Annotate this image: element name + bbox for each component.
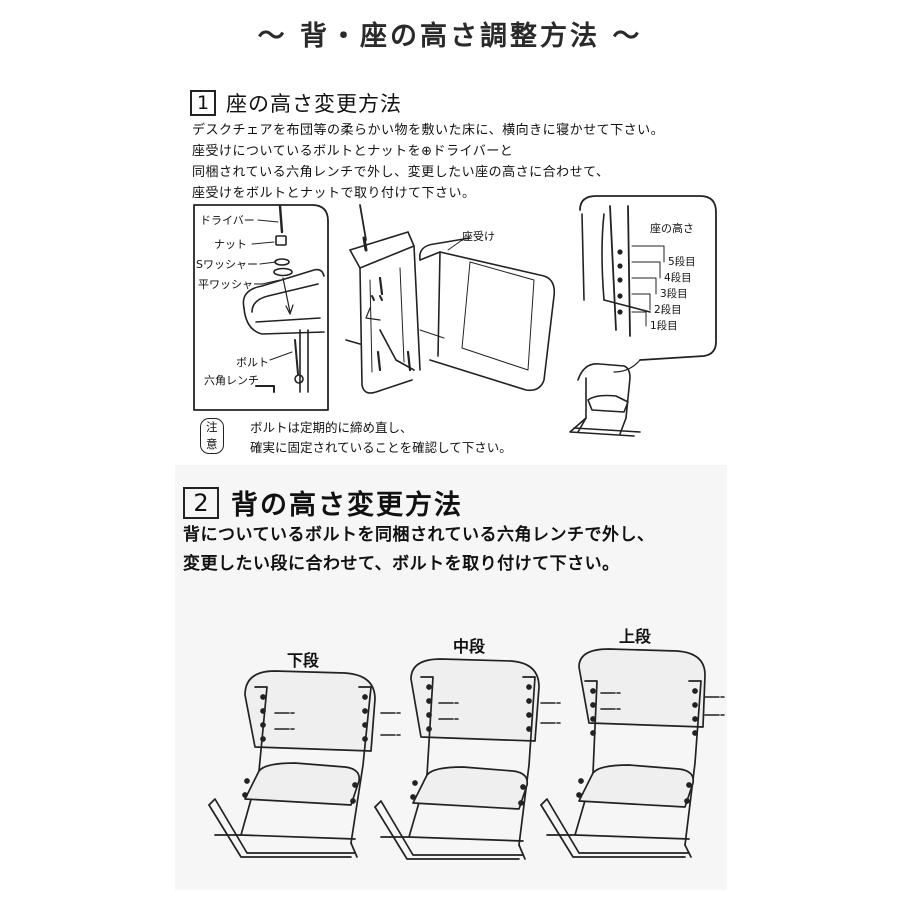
instruction-line: 同梱されている六角レンチで外し、変更したい座の高さに合わせて、 [192, 165, 610, 180]
section2-instructions: 背についているボルトを同梱されている六角レンチで外し、 変更したい段に合わせて、… [183, 521, 654, 579]
position-label-lower: 下段 [287, 651, 320, 670]
seat-receiver-bar [349, 231, 415, 269]
section1-heading: 1 座の高さ変更方法 [190, 88, 402, 118]
caution-line: ボルトは定期的に締め直し、 [250, 420, 413, 435]
section1-instructions: デスクチェアを布団等の柔らかい物を敷いた床に、横向きに寝かせて下さい。 座受けに… [192, 120, 664, 204]
leader-line [269, 351, 293, 361]
flat-washer-icon [273, 267, 293, 277]
mini-chair-icon [577, 363, 631, 419]
label-bolt: ボルト [236, 356, 269, 369]
instruction-line: 座受けについているボルトとナットを⊕ドライバーと [192, 144, 514, 159]
leader-line [251, 241, 275, 245]
seat-panel [418, 237, 471, 261]
height-inset-frame [579, 195, 717, 361]
seat-level-5: 5段目 [668, 256, 696, 268]
section-back-height: 2 背の高さ変更方法 背についているボルトを同梱されている六角レンチで外し、 変… [175, 465, 727, 890]
caution-line: 確実に固定されていることを確認して下さい。 [250, 440, 512, 455]
leader-line [447, 237, 466, 251]
section1-title: 座の高さ変更方法 [226, 92, 402, 116]
s-washer-icon [274, 258, 290, 266]
seat-level-2: 2段目 [654, 304, 682, 316]
screwdriver-icon [278, 204, 284, 234]
label-seat-height: 座の高さ [650, 222, 694, 235]
seat-level-4: 4段目 [664, 272, 692, 284]
seat-level-3: 3段目 [660, 288, 688, 300]
chair-lower-icon [208, 670, 401, 858]
frame-detail [242, 268, 325, 309]
hex-wrench-icon [255, 385, 275, 393]
center-screwdriver-icon [359, 204, 367, 241]
position-label-upper: 上段 [619, 627, 652, 646]
nut-icon [275, 235, 287, 246]
section2-number: 2 [183, 486, 219, 519]
section2-heading: 2 背の高さ変更方法 [183, 483, 463, 522]
label-seat-receiver: 座受け [462, 230, 495, 243]
instruction-line: 座受けをボルトとナットで取り付けて下さい。 [192, 186, 476, 201]
label-s-washer: Sワッシャー [196, 258, 258, 271]
back-height-diagrams [208, 648, 725, 860]
label-nut: ナット [214, 238, 247, 251]
chair-upper-icon [540, 648, 725, 858]
side-frame [359, 267, 413, 394]
seat-level-1: 1段目 [650, 320, 678, 332]
section-seat-height: 1 座の高さ変更方法 デスクチェアを布団等の柔らかい物を敷いた床に、横向きに寝か… [0, 80, 900, 460]
parts-inset-frame [193, 204, 329, 411]
leader-line [259, 261, 277, 265]
caution-badge: 注意 [200, 418, 224, 454]
instruction-line: 背についているボルトを同梱されている六角レンチで外し、 [183, 525, 655, 545]
chair-middle-icon [374, 658, 561, 860]
bolt-icon [294, 339, 299, 375]
position-label-middle: 中段 [453, 637, 486, 656]
instruction-line: デスクチェアを布団等の柔らかい物を敷いた床に、横向きに寝かせて下さい。 [192, 123, 665, 138]
leader-line [257, 219, 279, 223]
page-title: 〜 背・座の高さ調整方法 〜 [257, 21, 643, 52]
section2-title: 背の高さ変更方法 [231, 490, 463, 521]
label-flat-washer: 平ワッシャー [198, 278, 264, 291]
label-hex-wrench: 六角レンチ [204, 374, 259, 387]
instruction-line: 変更したい段に合わせて、ボルトを取り付けて下さい。 [183, 554, 620, 574]
label-driver: ドライバー [200, 214, 255, 227]
arrow-icon [282, 277, 291, 313]
section1-number: 1 [190, 90, 216, 116]
